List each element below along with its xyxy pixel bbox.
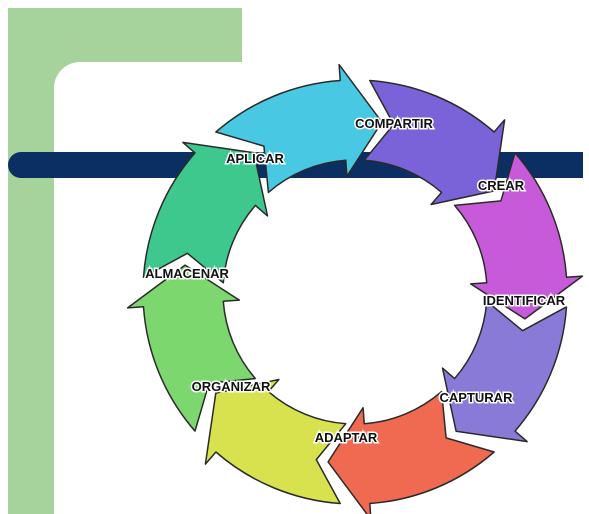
arrow-segment-capturar xyxy=(327,390,495,514)
cycle-labels: COMPARTIR CREAR IDENTIFICAR CAPTURAR ADA… xyxy=(144,115,568,447)
step-label-aplicar: APLICAR xyxy=(226,151,284,166)
step-label-almacenar: ALMACENAR xyxy=(145,266,229,281)
step-label-adaptar: ADAPTAR xyxy=(315,430,378,445)
arrow-segment-adaptar xyxy=(204,378,347,505)
arrow-segment-organizar xyxy=(126,264,257,432)
cycle-arrows xyxy=(126,63,584,514)
step-label-capturar: CAPTURAR xyxy=(440,390,514,405)
arrow-segment-aplicar xyxy=(215,63,383,194)
step-label-identificar: IDENTIFICAR xyxy=(483,293,566,308)
step-label-crear: CREAR xyxy=(478,178,525,193)
arrow-segment-crear xyxy=(453,152,584,320)
arrow-segment-compartir xyxy=(363,79,506,206)
step-label-organizar: ORGANIZAR xyxy=(192,379,271,394)
step-label-compartir: COMPARTIR xyxy=(355,116,433,131)
arrow-segment-almacenar xyxy=(142,141,269,284)
arrow-segment-identificar xyxy=(441,300,568,443)
